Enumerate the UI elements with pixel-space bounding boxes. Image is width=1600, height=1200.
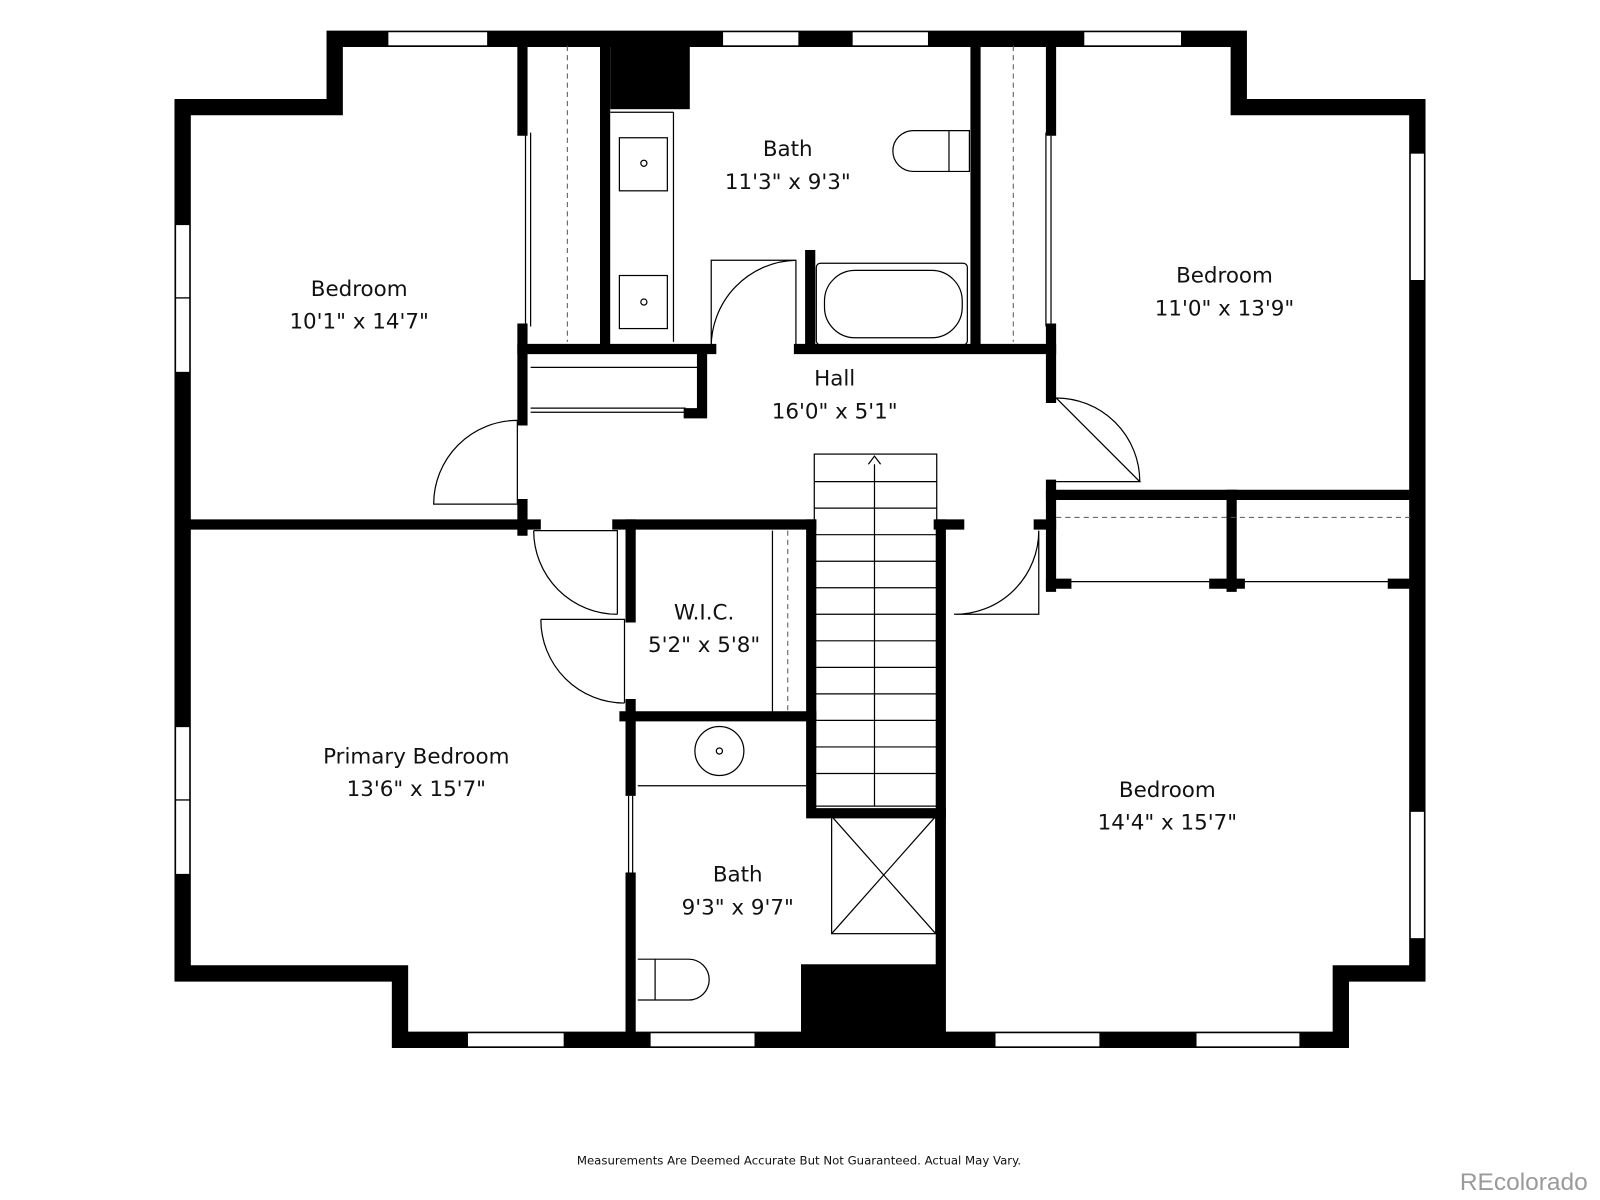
doors: [433, 132, 1393, 876]
sliding-door: [530, 407, 686, 413]
closet-details: [530, 45, 1413, 787]
room-name: Primary Bedroom: [323, 744, 509, 769]
room-size: 14'4" x 15'7": [1098, 811, 1237, 836]
room-name: W.I.C.: [674, 600, 734, 625]
room-name: Bedroom: [1176, 264, 1273, 289]
room-size: 9'3" x 9'7": [682, 895, 794, 920]
room-name: Bath: [763, 137, 813, 162]
door-swing: [954, 530, 1040, 615]
door-swing: [433, 419, 518, 505]
toilet-icon: [892, 130, 970, 173]
room-size: 16'0" x 5'1": [772, 399, 898, 424]
interior-walls: [177, 33, 1423, 1045]
room-size: 11'0" x 13'9": [1155, 296, 1294, 321]
room-name: Bedroom: [1119, 778, 1216, 803]
sink-icon: [618, 274, 668, 330]
door-swing: [540, 618, 626, 704]
door-swing: [1055, 397, 1142, 483]
room-size: 5'2" x 5'8": [648, 633, 760, 658]
room-name: Bedroom: [311, 277, 408, 302]
disclaimer: Measurements Are Deemed Accurate But Not…: [577, 1153, 1021, 1167]
room-size: 13'6" x 15'7": [347, 777, 486, 802]
fixtures: [618, 130, 970, 1001]
pocket-door: [627, 795, 634, 876]
door-swing: [533, 530, 618, 615]
room-name: Bath: [713, 863, 763, 888]
sink-icon: [618, 137, 668, 192]
windows: [174, 31, 1426, 1048]
stairs: [813, 453, 938, 807]
room-name: Hall: [814, 367, 855, 392]
sink-icon: [694, 725, 745, 777]
bathtub-icon: [815, 262, 968, 346]
toilet-icon: [637, 958, 710, 1001]
room-size: 10'1" x 14'7": [289, 310, 428, 335]
shower-icon: [831, 815, 937, 935]
sliding-door: [524, 132, 1052, 327]
door-swing: [710, 259, 797, 349]
walls: [174, 30, 1426, 1048]
chase-block: [801, 964, 941, 1042]
exterior-wall: [174, 30, 1426, 1048]
chimney-block: [610, 38, 690, 110]
room-size: 11'3" x 9'3": [725, 170, 851, 195]
brand-watermark: REcolorado: [1460, 1169, 1588, 1196]
room-labels: Bedroom 10'1" x 14'7" Bath 11'3" x 9'3" …: [289, 137, 1294, 920]
